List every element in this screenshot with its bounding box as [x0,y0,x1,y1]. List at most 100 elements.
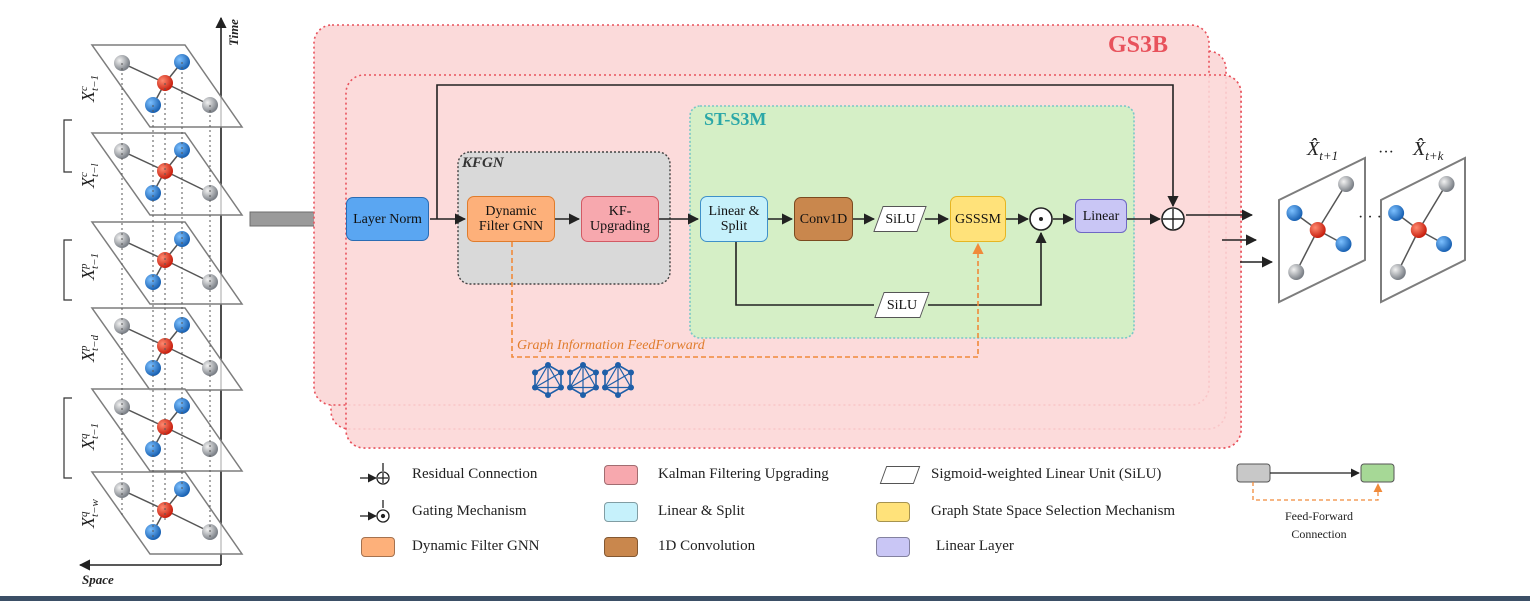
output-dots: · · · [1358,209,1382,226]
graph-node [157,338,173,354]
graph-node [202,185,218,201]
input-graph-stack [63,44,244,555]
graph-node [145,441,161,457]
input-graph-layer [90,307,244,391]
legend-residual-icon [360,463,390,485]
legend-swatch [361,537,395,557]
group-bracket [63,397,72,479]
output-graphs [1278,156,1466,304]
graph-node [145,360,161,376]
graph-node [157,163,173,179]
graph-node [157,419,173,435]
gsssm-block: GSSSM [950,196,1006,242]
legend-label: Graph State Space Selection Mechanism [931,503,1176,519]
legend-silu-icon [879,466,921,484]
input-graph-layer [90,388,244,472]
flow-connectors [430,209,1274,306]
output-graph-plane [1278,156,1366,304]
time-axis-label: Time [226,19,241,46]
graph-node [202,360,218,376]
legend-feedforward-icon [1236,463,1395,501]
linear-split-block: Linear & Split [700,196,768,242]
graph-icon [532,362,564,398]
legend-swatch [604,537,638,557]
input-graph-layer [90,221,244,305]
group-bracket [63,239,72,301]
st-s3m-title: ST-S3M [704,109,767,129]
kfgn-title: KFGN [462,155,504,171]
silu-top-block: SiLU [873,205,927,233]
graph-node [114,143,130,159]
graph-icon [567,362,599,398]
legend-label: 1D Convolution [658,538,756,554]
space-axis-label: Space [82,572,114,587]
gating-multiply-symbol [1029,207,1053,231]
graph-feedforward-label: Graph Information FeedForward [517,338,705,353]
graph-node [174,142,190,158]
graph-node [1410,222,1427,238]
bottom-bar [0,596,1530,601]
graph-icons [532,362,634,398]
graph-node [174,481,190,497]
output-first-label: X̂t+1 [1307,138,1339,163]
silu-bottom-block: SiLU [874,291,930,319]
graph-node [202,441,218,457]
input-graph-layer [90,44,244,128]
graph-node [1438,176,1455,192]
graph-node [1338,176,1355,192]
kf-upgrading-block: KF-Upgrading [581,196,659,242]
linear-block: Linear [1075,199,1127,233]
silu-bottom-label: SiLU [886,297,918,313]
graph-node [157,502,173,518]
graph-feedforward-path [511,242,984,358]
legend-label: Linear & Split [658,503,745,519]
graph-icon [602,362,634,398]
graph-node [114,318,130,334]
graph-node [174,317,190,333]
graph-node [1288,264,1305,280]
legend-swatch [604,502,638,522]
legend-label: Kalman Filtering Upgrading [658,466,829,482]
graph-node [174,231,190,247]
legend-label: Linear Layer [936,538,1014,554]
input-graph-layer [90,471,244,555]
output-last-label: X̂t+k [1413,138,1444,163]
legend-swatch [876,537,910,557]
output-graph-plane [1380,156,1466,304]
graph-node [1309,222,1326,238]
graph-node [1436,236,1452,252]
group-bracket [63,119,72,173]
gs3b-title: GS3B [1108,32,1169,58]
residual-add-symbol [1161,207,1185,231]
legend-label: Sigmoid-weighted Linear Unit (SiLU) [931,466,1162,482]
legend-gating-icon [360,500,390,523]
graph-node [145,185,161,201]
graph-node [1388,205,1405,221]
legend-swatch [604,465,638,485]
kfgn-region [457,151,671,285]
dynamic-filter-gnn-block: Dynamic Filter GNN [467,196,555,242]
silu-top-label: SiLU [885,211,916,227]
graph-node [174,398,190,414]
input-graph-layer [90,132,244,216]
legend-label: Residual Connection [412,466,538,482]
legend-swatch [876,502,910,522]
graph-node [1286,205,1303,221]
residual-path [436,84,1179,219]
legend-label: Dynamic Filter GNN [412,538,540,554]
conv1d-block: Conv1D [794,197,853,241]
graph-node [1389,264,1406,280]
feedforward-legend-label: Feed-Forward Connection [1285,509,1353,541]
output-ellipsis: ··· [1378,144,1394,161]
graph-node [114,399,130,415]
graph-node [1335,236,1352,252]
legend-label: Gating Mechanism [412,503,527,519]
layer-norm-block: Layer Norm [346,197,429,241]
